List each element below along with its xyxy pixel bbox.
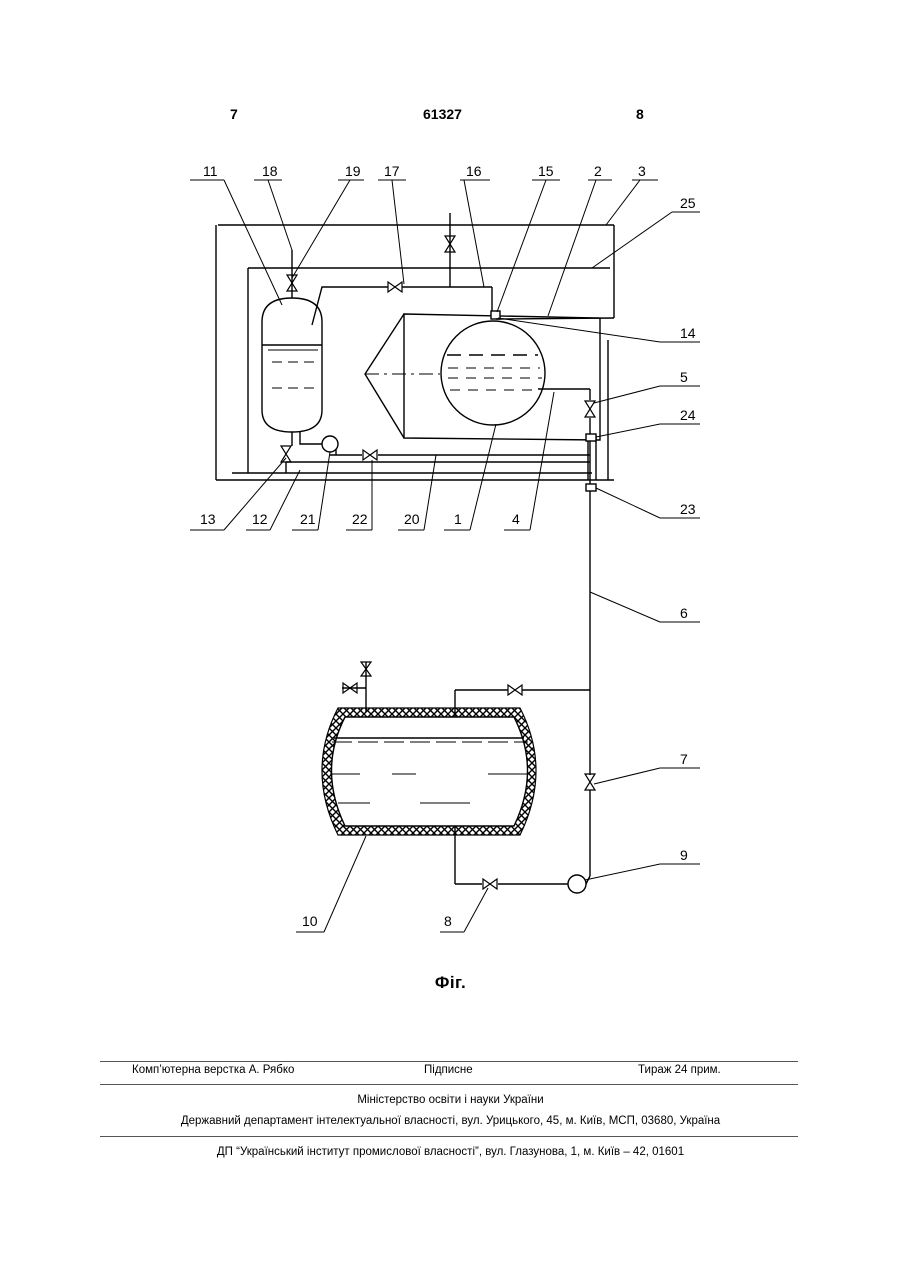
valve-17-icon (388, 282, 402, 292)
valve-13-icon (281, 446, 291, 462)
boiler-housing (365, 311, 600, 440)
footer-ministry: Міністерство освіти і науки України (0, 1094, 901, 1106)
label-5: 5 (680, 369, 688, 385)
label-10: 10 (302, 913, 318, 929)
footer-signed: Підписне (424, 1064, 473, 1076)
label-16: 16 (466, 163, 482, 179)
label-6: 6 (680, 605, 688, 621)
figure-caption: Фіг. (0, 973, 901, 993)
piping-upper (286, 213, 614, 690)
label-19: 19 (345, 163, 361, 179)
valve-7-icon (585, 774, 595, 790)
footer-institute: ДП “Український інститут промислової вла… (0, 1146, 901, 1158)
footer-layout-credit: Комп’ютерна верстка А. Рябко (132, 1064, 294, 1076)
label-13: 13 (200, 511, 216, 527)
label-17: 17 (384, 163, 400, 179)
label-25: 25 (680, 195, 696, 211)
label-12: 12 (252, 511, 268, 527)
label-21: 21 (300, 511, 316, 527)
footer-circulation: Тираж 24 прим. (638, 1064, 721, 1076)
footer-rule-bottom (100, 1136, 798, 1137)
footer-rule-top (100, 1061, 798, 1062)
label-2: 2 (594, 163, 602, 179)
label-11: 11 (203, 163, 218, 179)
label-20: 20 (404, 511, 420, 527)
storage-tank (322, 708, 536, 835)
label-18: 18 (262, 163, 278, 179)
label-8: 8 (444, 913, 452, 929)
valve-22-icon (363, 450, 377, 460)
valve-5-icon (585, 401, 595, 417)
building-outline (216, 225, 614, 480)
label-7: 7 (680, 751, 688, 767)
label-9: 9 (680, 847, 688, 863)
footer-department: Державний департамент інтелектуальної вл… (0, 1115, 901, 1127)
label-23: 23 (680, 501, 696, 517)
label-22: 22 (352, 511, 368, 527)
label-24: 24 (680, 407, 696, 423)
valve-8-icon (483, 879, 497, 889)
separator-vessel (262, 298, 322, 432)
label-15: 15 (538, 163, 554, 179)
label-1: 1 (454, 511, 462, 527)
valve-return-icon (508, 685, 522, 695)
label-14: 14 (680, 325, 696, 341)
label-4: 4 (512, 511, 520, 527)
label-3: 3 (638, 163, 646, 179)
footer-rule-middle (100, 1084, 798, 1085)
patent-figure: 11 18 19 17 16 15 2 3 25 14 5 24 23 6 7 … (0, 0, 901, 1000)
